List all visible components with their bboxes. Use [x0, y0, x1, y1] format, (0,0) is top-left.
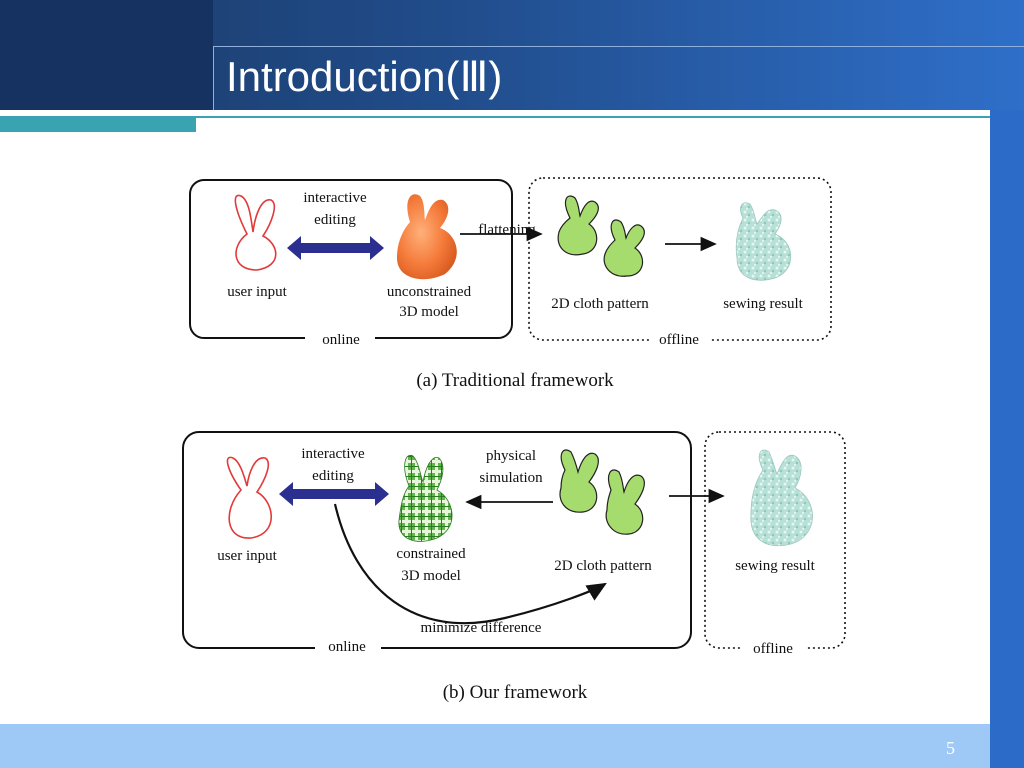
- label-edit-b1: interactive: [301, 446, 365, 462]
- label-online-a: online: [322, 332, 360, 348]
- bunny-outline-a: [234, 194, 277, 271]
- editing-arrow-b: [279, 482, 389, 506]
- slide-title: Introduction(Ⅲ): [226, 53, 503, 100]
- editing-arrow-a: [287, 236, 384, 260]
- right-stripe: [990, 110, 1024, 768]
- label-flattening: flattening: [478, 222, 536, 238]
- header-left-block: [0, 0, 213, 110]
- label-sim-b2: simulation: [479, 470, 543, 486]
- slide-footer: [0, 724, 990, 768]
- label-model-a1: unconstrained: [387, 284, 472, 300]
- accent-line: [196, 116, 1024, 118]
- label-sewing-b: sewing result: [735, 558, 815, 574]
- accent-bar: [0, 116, 196, 132]
- label-offline-a: offline: [659, 332, 699, 348]
- label-model-a2: 3D model: [399, 304, 459, 320]
- minimize-arrow: [333, 503, 607, 625]
- panel-a: interactive editing user input unconstra…: [189, 177, 832, 391]
- label-offline-b: offline: [753, 641, 793, 657]
- pattern-piece-b2: [605, 469, 645, 535]
- offline-box-b: [704, 431, 846, 649]
- label-online-b: online: [328, 639, 366, 655]
- sewn-bunny-a: [735, 202, 792, 281]
- label-pattern-a: 2D cloth pattern: [551, 296, 649, 312]
- label-edit-a2: editing: [314, 212, 356, 228]
- panel-b: interactive editing physical simulation …: [182, 431, 846, 703]
- label-edit-b2: editing: [312, 468, 354, 484]
- framework-figure: interactive editing user input unconstra…: [175, 170, 855, 710]
- pattern-piece-a2: [603, 219, 645, 277]
- plaid-model-b: [398, 454, 453, 542]
- title-frame: [213, 46, 1024, 110]
- label-pattern-b: 2D cloth pattern: [554, 558, 652, 574]
- label-user-input-a: user input: [227, 284, 287, 300]
- sewn-bunny-b: [750, 449, 813, 547]
- bunny-outline-b: [226, 456, 273, 539]
- caption-a: (a) Traditional framework: [416, 370, 614, 391]
- label-user-input-b: user input: [217, 548, 277, 564]
- label-model-b1: constrained: [396, 546, 466, 562]
- label-model-b2: 3D model: [401, 568, 461, 584]
- label-minimize: minimize difference: [421, 620, 542, 636]
- pattern-piece-a1: [557, 195, 599, 256]
- label-edit-a1: interactive: [303, 190, 367, 206]
- orange-model-a: [397, 194, 457, 280]
- caption-b: (b) Our framework: [443, 682, 588, 703]
- label-sewing-a: sewing result: [723, 296, 803, 312]
- online-box-b: [182, 431, 692, 649]
- framework-diagram: interactive editing user input unconstra…: [182, 177, 846, 703]
- page-number: 5: [946, 738, 955, 758]
- pattern-piece-b1: [559, 449, 599, 513]
- offline-box-a: [528, 177, 832, 341]
- label-sim-b1: physical: [486, 448, 536, 464]
